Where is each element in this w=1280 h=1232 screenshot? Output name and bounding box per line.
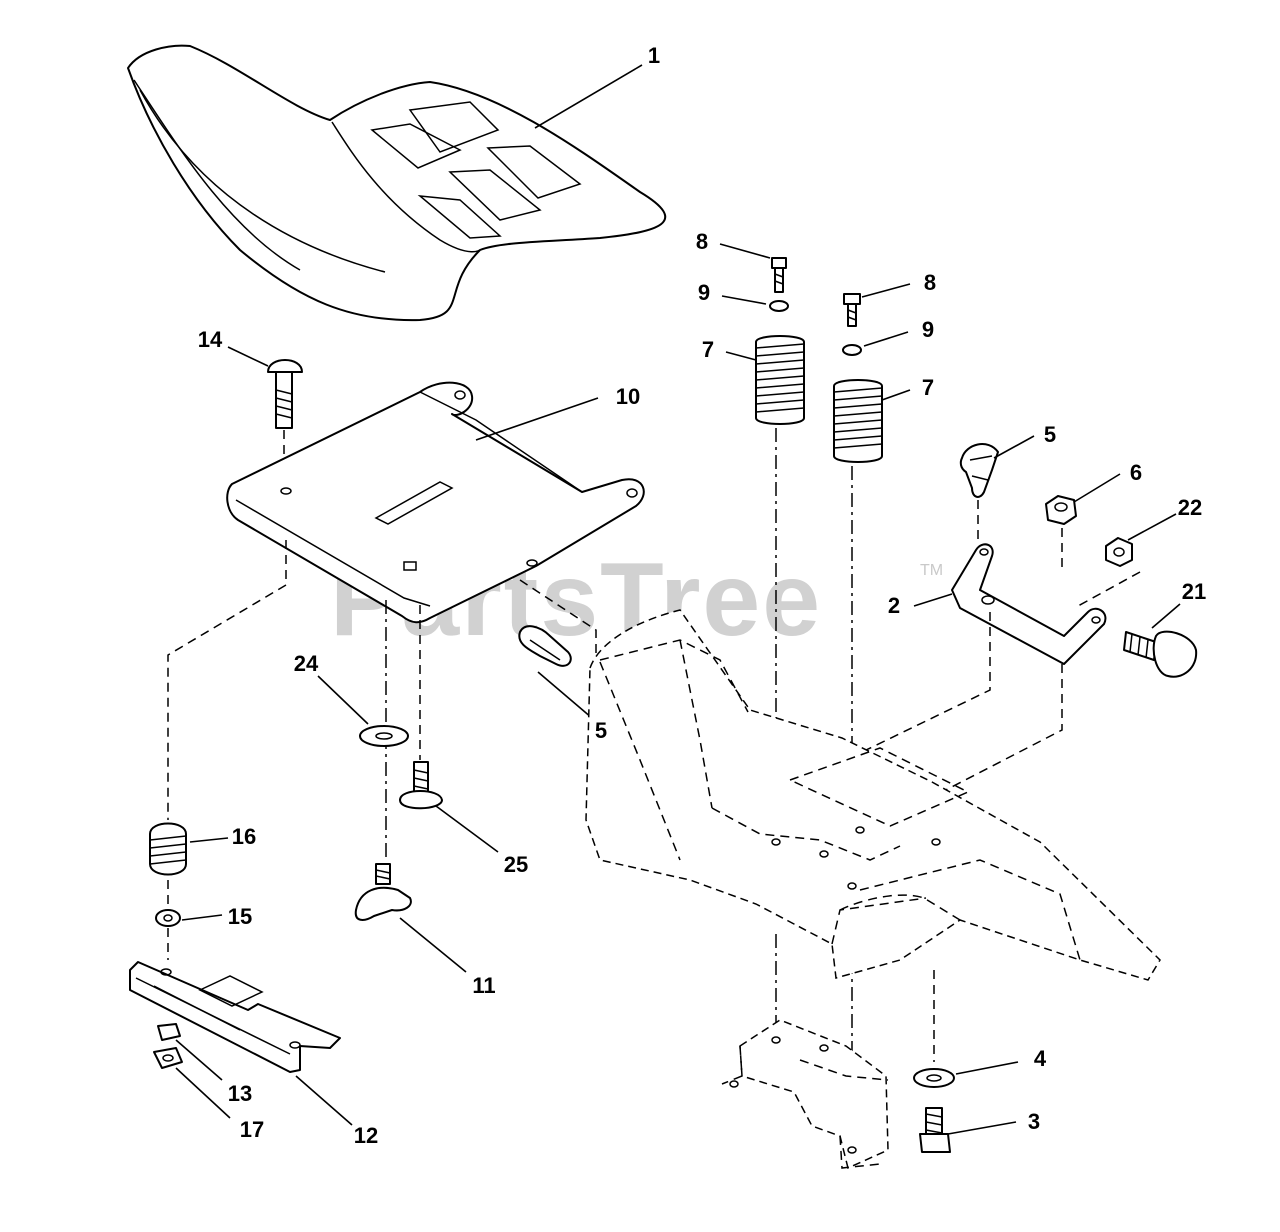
seat-part — [127, 44, 667, 322]
lock-nut-small-part — [153, 1047, 231, 1119]
callout-16-label[interactable]: 16 — [231, 824, 257, 849]
callout-8-label[interactable]: 8 — [695, 229, 709, 254]
seat-clip-left-part — [518, 625, 593, 719]
callout-1-label[interactable]: 1 — [647, 43, 661, 68]
callout-2-label[interactable]: 2 — [887, 593, 901, 618]
hex-nut-part — [1045, 473, 1121, 570]
lower-mount-outline — [721, 1019, 889, 1170]
callout-8-label[interactable]: 8 — [923, 270, 937, 295]
seat-knob-part — [354, 863, 467, 973]
callout-13-label[interactable]: 13 — [227, 1081, 253, 1106]
hex-nut-small-part — [157, 1023, 223, 1081]
callout-5-label[interactable]: 5 — [1043, 422, 1057, 447]
seat-pan-part — [167, 381, 645, 862]
callout-3-label[interactable]: 3 — [1027, 1109, 1041, 1134]
callout-9-label[interactable]: 9 — [921, 317, 935, 342]
callout-22-label[interactable]: 22 — [1177, 495, 1203, 520]
callout-5-label[interactable]: 5 — [594, 718, 608, 743]
callout-10-label[interactable]: 10 — [615, 384, 641, 409]
callout-14-label[interactable]: 14 — [197, 327, 223, 352]
hex-bolt-part — [919, 1107, 1017, 1153]
callout-4-label[interactable]: 4 — [1033, 1046, 1047, 1071]
trademark-mark: TM — [920, 562, 944, 579]
seat-clip-right-part — [959, 435, 1035, 540]
large-washer-part — [913, 1061, 1019, 1088]
callout-21-label[interactable]: 21 — [1181, 579, 1207, 604]
spacer-washer-part — [155, 909, 223, 960]
spring-stack-left — [719, 243, 805, 1030]
callout-24-label[interactable]: 24 — [293, 651, 319, 676]
callout-11-label[interactable]: 11 — [472, 973, 496, 998]
tractor-frame-outline — [585, 609, 1161, 1062]
callout-25-label[interactable]: 25 — [503, 852, 529, 877]
callout-7-label[interactable]: 7 — [921, 375, 935, 400]
callout-6-label[interactable]: 6 — [1129, 460, 1143, 485]
shoulder-bolt-part — [399, 761, 499, 853]
callout-15-label[interactable]: 15 — [227, 904, 253, 929]
callout-12-label[interactable]: 12 — [353, 1123, 379, 1148]
flange-nut-part — [1077, 513, 1177, 607]
callout-17-label[interactable]: 17 — [239, 1117, 265, 1142]
seat-bracket-plate-part — [129, 961, 353, 1126]
flat-washer-part — [317, 675, 409, 747]
callout-9-label[interactable]: 9 — [697, 280, 711, 305]
flange-bolt-part — [1123, 603, 1198, 678]
compression-spring-small-part — [149, 822, 229, 908]
callout-7-label[interactable]: 7 — [701, 337, 715, 362]
